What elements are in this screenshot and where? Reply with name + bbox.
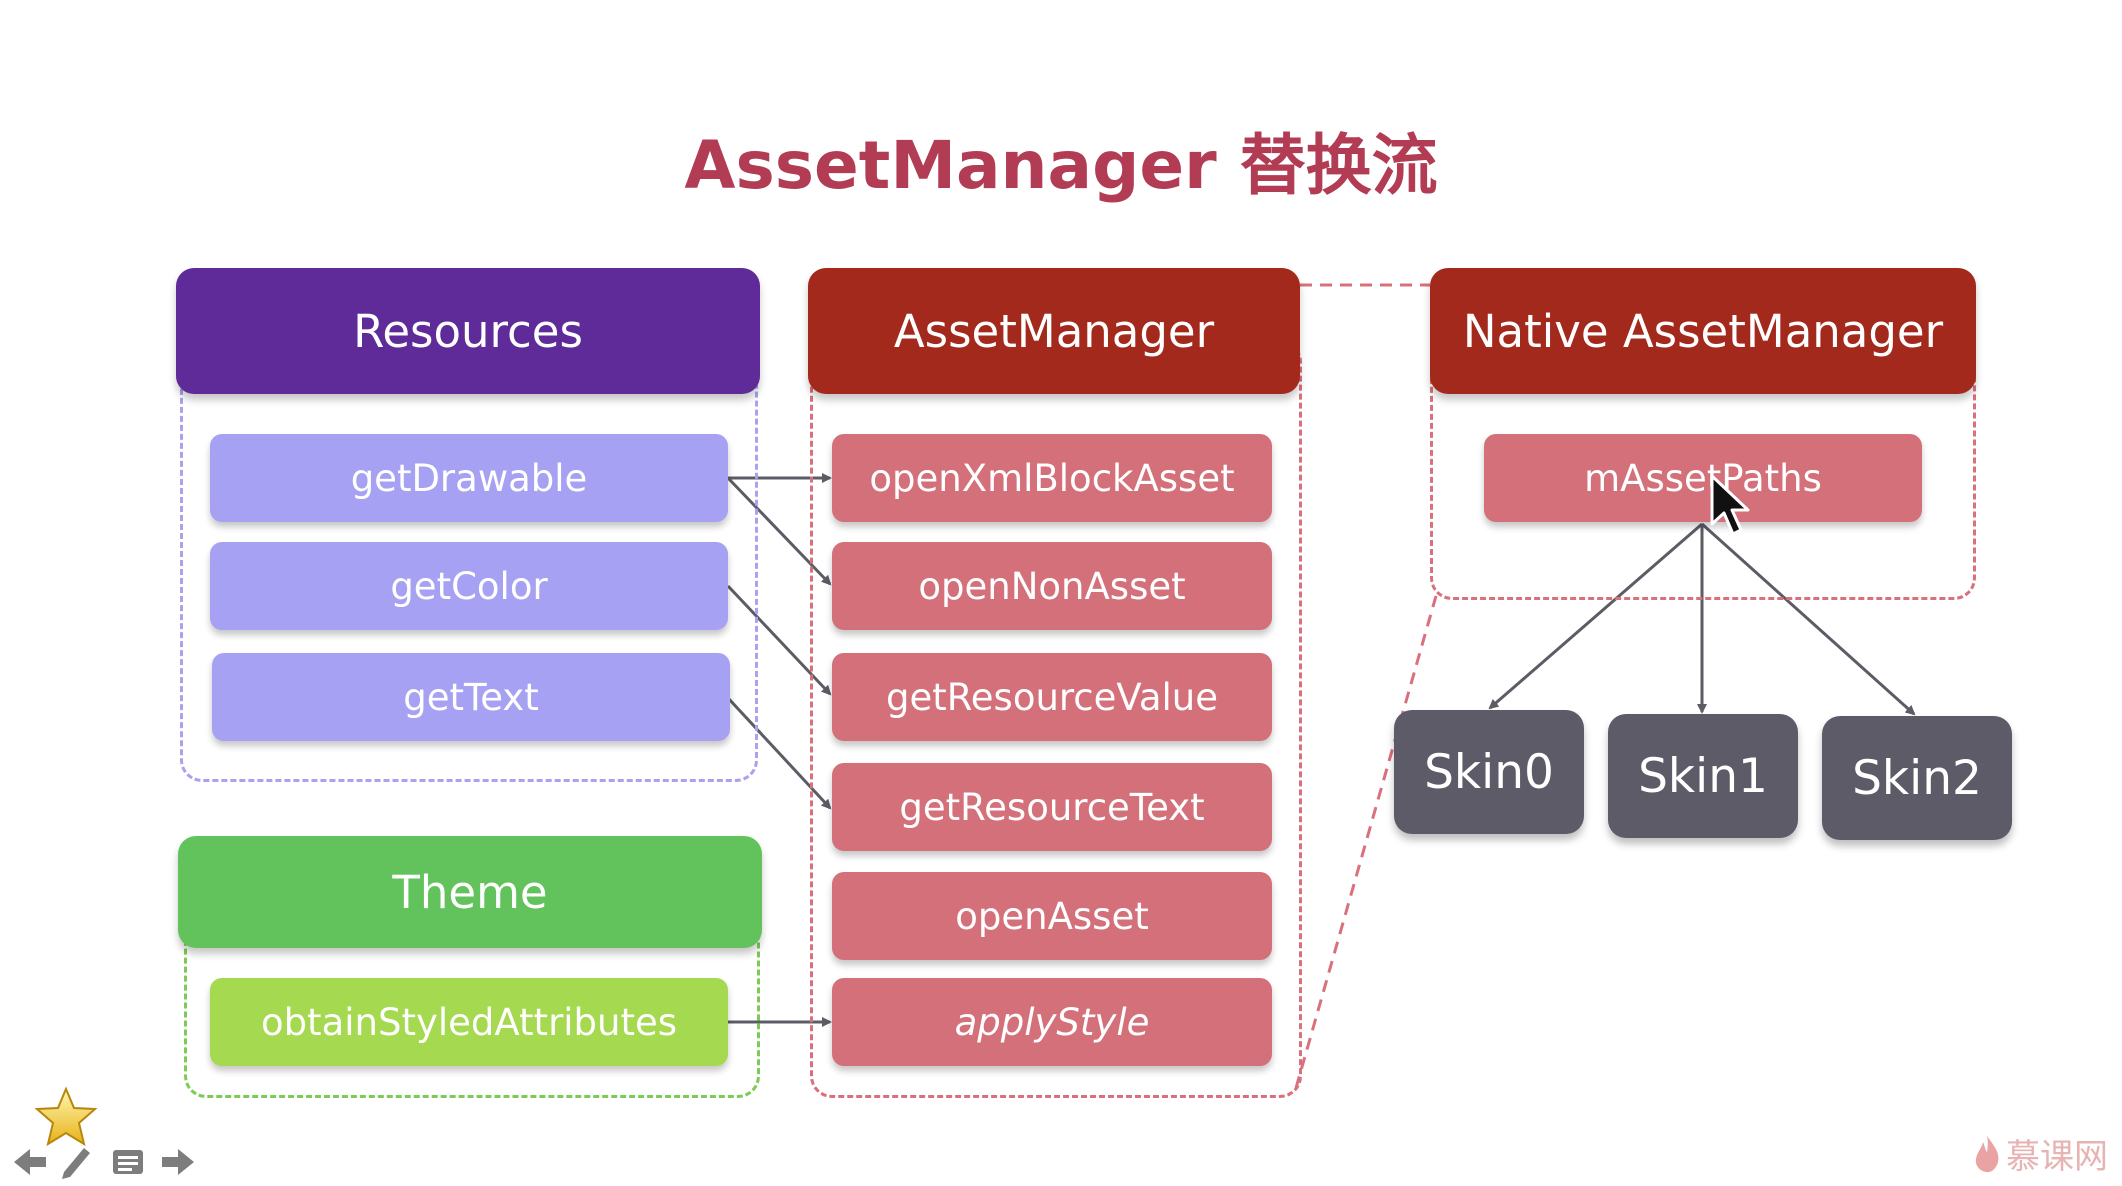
star-icon[interactable] xyxy=(34,1086,98,1148)
skin2-box: Skin2 xyxy=(1822,716,2012,840)
getresourcetext-box: getResourceText xyxy=(832,763,1272,851)
assetmanager-header: AssetManager xyxy=(808,268,1300,394)
arrow-paths-skin0 xyxy=(1488,522,1703,710)
arrow-gettext-getresourcetext xyxy=(726,696,832,810)
arrow-getdrawable-opennonasset xyxy=(726,476,832,586)
notes-icon[interactable] xyxy=(112,1148,144,1176)
skin0-box: Skin0 xyxy=(1394,710,1584,834)
slide-title: AssetManager 替换流 xyxy=(684,127,1438,204)
getdrawable-box: getDrawable xyxy=(210,434,728,522)
applystyle-box: applyStyle xyxy=(832,978,1272,1066)
watermark: 慕课网 xyxy=(1972,1129,2108,1178)
theme-header: Theme xyxy=(178,836,762,948)
openxmlblockasset-box: openXmlBlockAsset xyxy=(832,434,1272,522)
mouse-cursor-icon xyxy=(1710,474,1750,536)
am-native-bottom-dash xyxy=(1294,595,1438,1089)
openasset-box: openAsset xyxy=(832,872,1272,960)
back-arrow-icon[interactable] xyxy=(12,1146,48,1178)
native-assetmanager-header: Native AssetManager xyxy=(1430,268,1976,394)
getcolor-box: getColor xyxy=(210,542,728,630)
watermark-text: 慕课网 xyxy=(2006,1137,2108,1177)
gettext-box: getText xyxy=(212,653,730,741)
getresourcevalue-box: getResourceValue xyxy=(832,653,1272,741)
obtainstyledattributes-box: obtainStyledAttributes xyxy=(210,978,728,1066)
forward-arrow-icon[interactable] xyxy=(160,1146,196,1178)
arrow-getcolor-getresourcevalue xyxy=(726,584,832,696)
pen-icon[interactable] xyxy=(58,1142,94,1180)
skin1-box: Skin1 xyxy=(1608,714,1798,838)
flame-logo-icon xyxy=(1975,1135,1999,1172)
opennonasset-box: openNonAsset xyxy=(832,542,1272,630)
arrow-paths-skin2 xyxy=(1700,522,1916,716)
massetpaths-box: mAssetPaths xyxy=(1484,434,1922,522)
resources-header: Resources xyxy=(176,268,760,394)
